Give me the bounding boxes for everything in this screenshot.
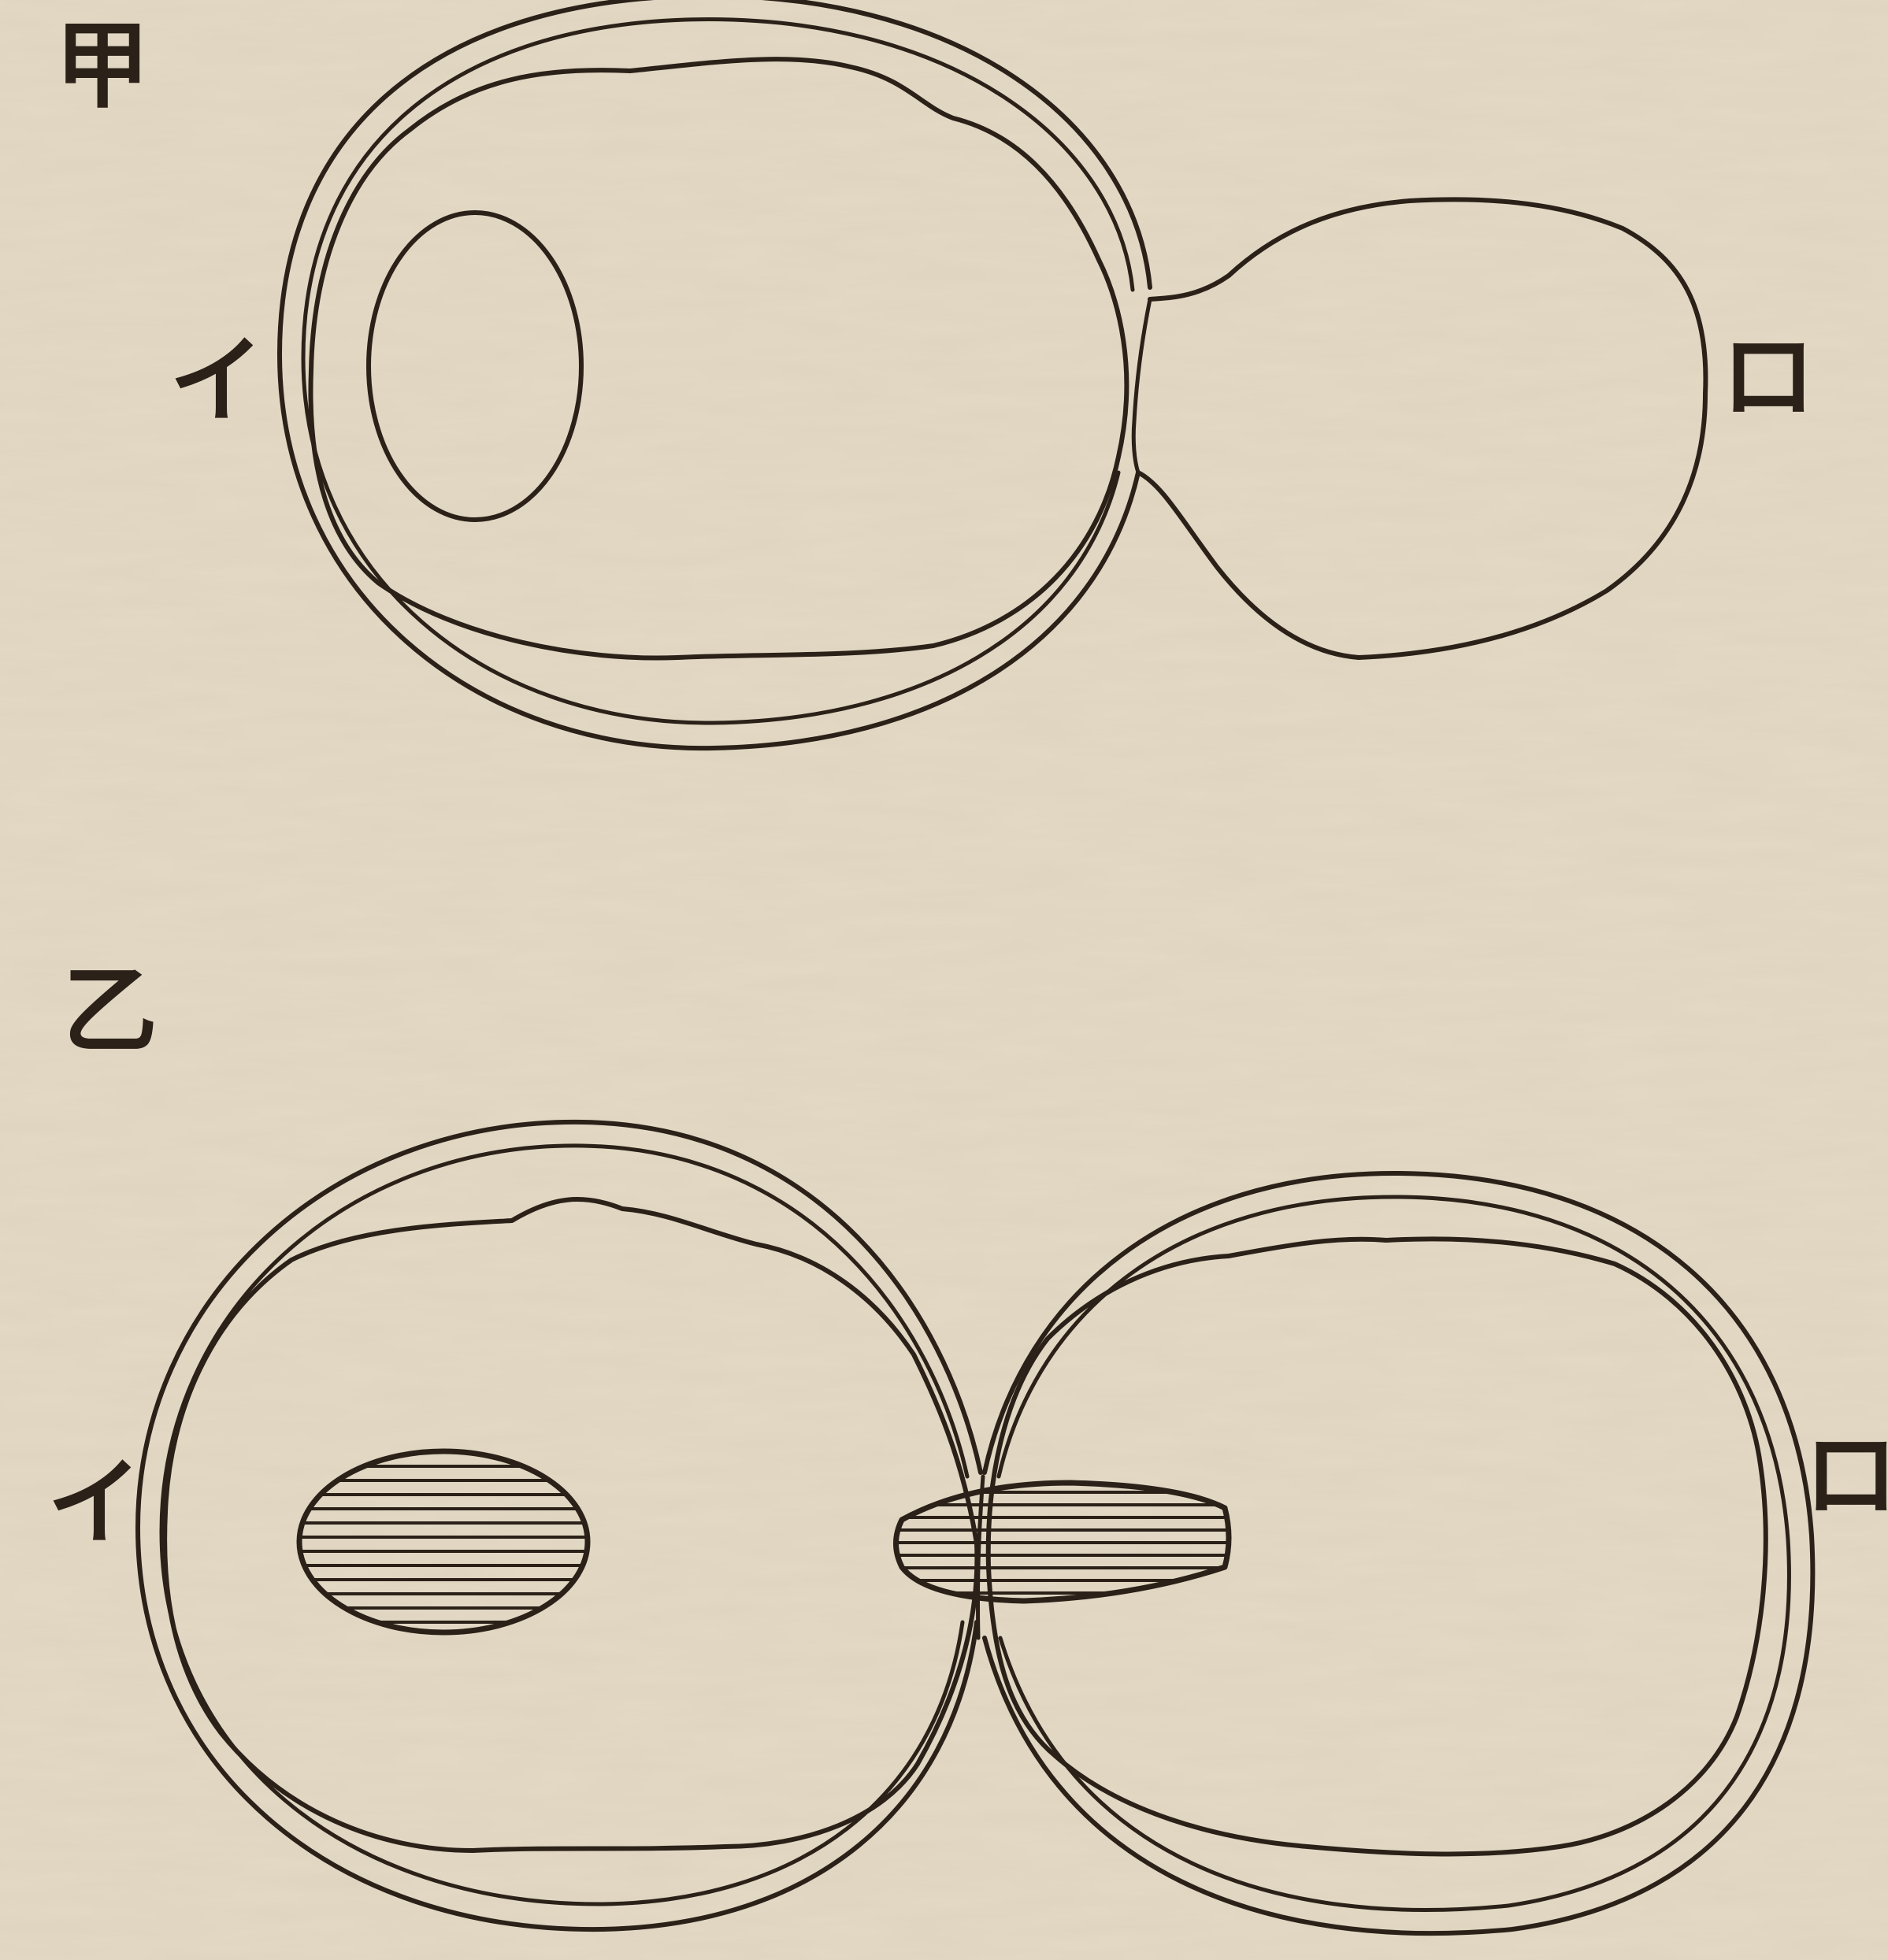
figure-a-label-left: イ [169,325,264,436]
figure-a-heading: 甲 [55,10,150,121]
figure-b-label-right: ロ [1804,1420,1888,1531]
figure-b-heading: 乙 [63,955,158,1066]
figure-b-label-left: イ [47,1447,142,1558]
figure-a-label-right: ロ [1721,321,1816,432]
